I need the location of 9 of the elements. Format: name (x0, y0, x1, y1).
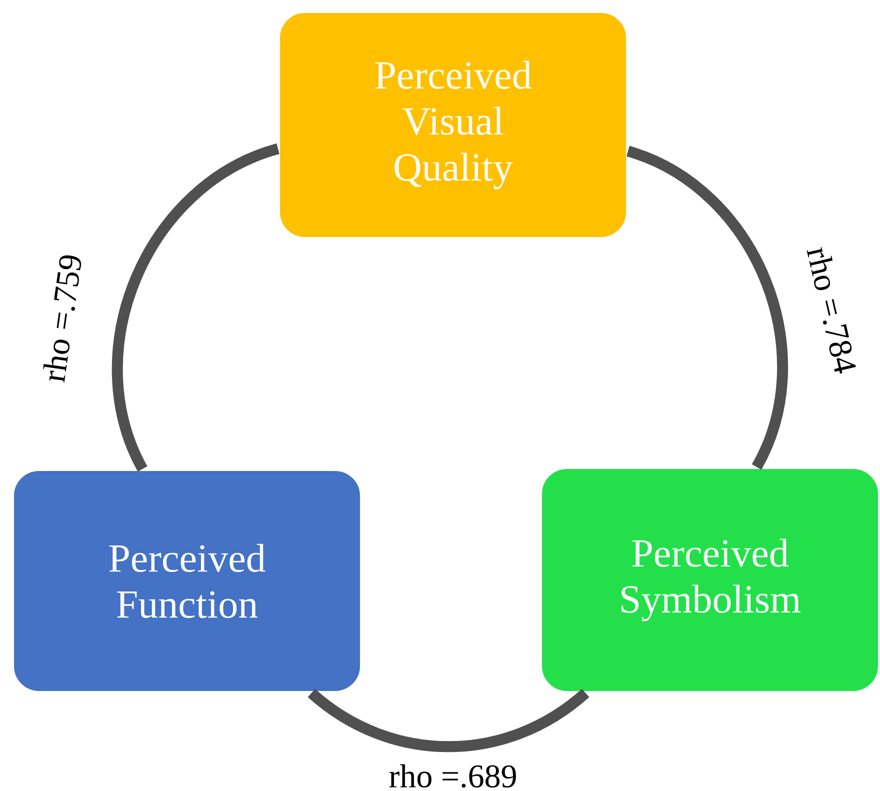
concept-box: Perceived Visual Quality (278, 10, 628, 239)
edge-label: rho =.689 (389, 764, 516, 788)
concept-box: Perceived Symbolism (540, 466, 880, 693)
edge-label: rho =.759 (43, 255, 82, 383)
connector-arc (112, 144, 280, 472)
edge-label: rho =.784 (806, 247, 856, 374)
concept-box: Perceived Function (12, 468, 362, 693)
connector-arc (308, 688, 589, 752)
connector-arc (626, 146, 788, 470)
